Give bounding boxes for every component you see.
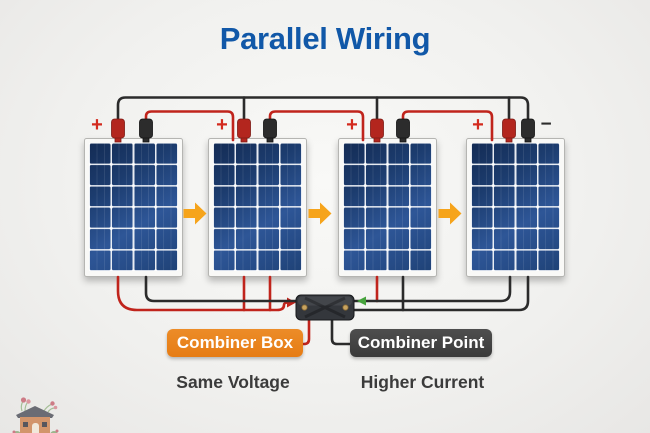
black-connector-icon [521, 118, 535, 139]
black-connector-icon [396, 118, 410, 139]
page-title: Parallel Wiring [219, 21, 431, 56]
red-connector-icon [111, 118, 125, 139]
flow-arrow-icons [183, 202, 462, 225]
mc4-connectors [111, 118, 535, 143]
solar-panel-2 [208, 138, 307, 277]
plus-label: + [216, 114, 228, 136]
right-arrow-icon [308, 202, 332, 225]
combiner-box [295, 294, 355, 321]
solar-panel-1 [84, 138, 183, 277]
red-jumper-wires [144, 110, 494, 142]
bottom-black-wires [144, 275, 530, 346]
solar-panel-4 [466, 138, 565, 277]
red-arrowhead-icon [287, 297, 296, 308]
bottom-red-wires [116, 275, 379, 346]
red-connector-icon [502, 118, 516, 139]
right-arrow-icon [183, 202, 207, 225]
solar-cells-grid [89, 143, 178, 271]
screw-icon [301, 304, 308, 311]
red-connector-icon [237, 118, 251, 139]
black-connector-icon [139, 118, 153, 139]
black-connector-icon [263, 118, 277, 139]
right-arrow-icon [438, 202, 462, 225]
roof-icon [16, 406, 54, 418]
solar-cells-grid [471, 143, 560, 271]
green-arrowhead-icon [357, 296, 366, 306]
combiner-box-tag: Combiner Box [167, 329, 303, 357]
same-voltage-caption: Same Voltage [176, 372, 290, 392]
higher-current-caption: Higher Current [360, 372, 485, 392]
combiner-point-tag: Combiner Point [350, 329, 492, 357]
minus-label: − [540, 114, 552, 135]
screw-icon [342, 304, 349, 311]
red-connector-icon [370, 118, 384, 139]
combiner-box-tag-label: Combiner Box [176, 333, 294, 352]
house-watermark-logo [12, 397, 59, 433]
solar-cells-grid [343, 143, 432, 271]
combiner-point-tag-label: Combiner Point [357, 333, 485, 352]
top-black-bus-wire [116, 96, 530, 122]
plus-label: + [91, 114, 103, 136]
solar-panel-3 [338, 138, 437, 277]
plus-label: + [472, 114, 484, 136]
solar-cells-grid [213, 143, 302, 271]
plus-label: + [346, 114, 358, 136]
